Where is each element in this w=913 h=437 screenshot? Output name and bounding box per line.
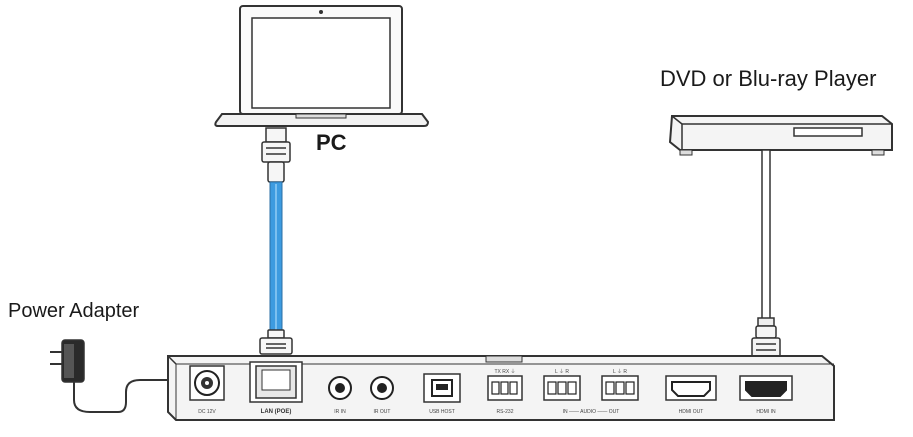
port-label-usb: USB HOST (429, 409, 455, 415)
port-lan-poe[interactable] (249, 361, 303, 403)
port-usb-host[interactable] (423, 373, 461, 403)
port-label-audio: IN —— AUDIO —— OUT (563, 409, 620, 415)
power-adapter-label: Power Adapter (8, 300, 140, 322)
port-rs232[interactable]: TX RX ⏚ (487, 368, 523, 401)
port-label-ir-out: IR OUT (374, 409, 391, 415)
port-ir-out[interactable] (370, 376, 394, 400)
audio-in-pins-label: L ⏚ R (555, 368, 569, 375)
port-hdmi-out[interactable] (665, 375, 717, 401)
hdmi-cable (751, 149, 781, 361)
audio-out-pins-label: L ⏚ R (613, 368, 627, 375)
rj45-plug-top-icon (261, 127, 291, 183)
pc-label: PC (316, 130, 347, 155)
rj45-plug-bottom-icon (259, 329, 293, 355)
port-label-rs232: RS-232 (497, 409, 514, 415)
port-label-ir-in: IR IN (334, 409, 346, 415)
laptop-icon (214, 5, 430, 127)
rs232-pins-label: TX RX ⏚ (494, 368, 515, 375)
port-audio-in[interactable]: L ⏚ R (543, 368, 581, 401)
port-dc12v[interactable] (189, 365, 225, 401)
port-label-dc12v: DC 12V (198, 409, 216, 415)
network-cable (269, 181, 283, 333)
port-ir-in[interactable] (328, 376, 352, 400)
dvd-player-label: DVD or Blu-ray Player (660, 66, 877, 91)
extender-device-icon: DC 12V LAN (POE) IR IN IR OUT USB HOST (167, 355, 835, 421)
port-audio-out[interactable]: L ⏚ R (601, 368, 639, 401)
port-label-hdmi-out: HDMI OUT (679, 409, 704, 415)
port-label-hdmi-in: HDMI IN (756, 409, 776, 415)
port-label-lan: LAN (POE) (261, 409, 292, 415)
dvd-player-icon (668, 115, 893, 156)
port-hdmi-in[interactable] (739, 375, 793, 401)
